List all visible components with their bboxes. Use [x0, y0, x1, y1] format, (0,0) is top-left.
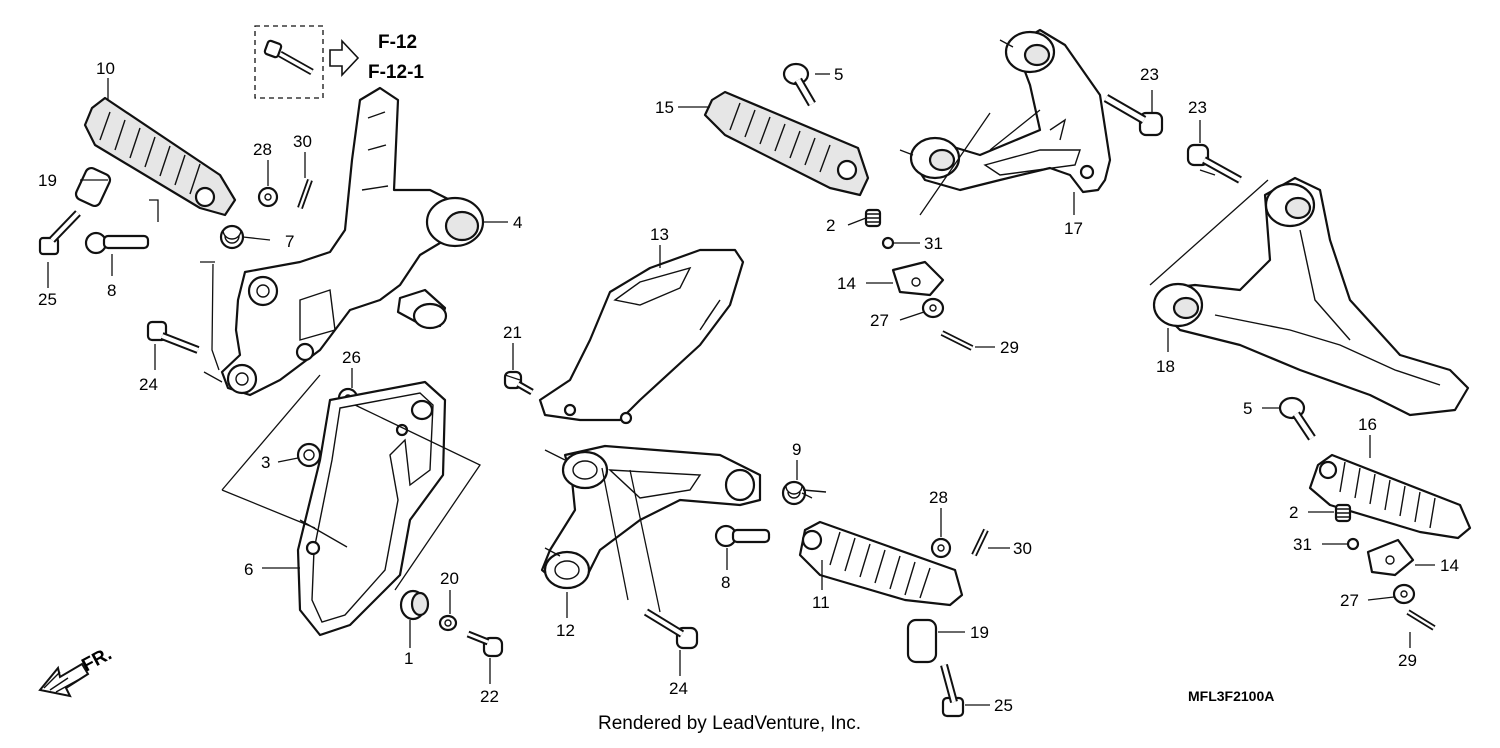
spring-2-top	[864, 208, 882, 228]
bolt-25-center	[940, 663, 965, 718]
callout-14-right: 14	[1440, 556, 1459, 575]
callout-11: 11	[812, 593, 830, 612]
callout-23-right: 23	[1188, 98, 1207, 117]
callout-1: 1	[404, 649, 413, 668]
bolt-25-left	[38, 210, 81, 256]
spring-2-right	[1334, 503, 1352, 523]
front-direction-indicator: FR.	[38, 644, 115, 698]
step-bracket-12	[540, 444, 762, 590]
ball-31-top	[881, 236, 895, 250]
pin-5-right	[1278, 396, 1316, 441]
callout-20: 20	[440, 569, 459, 588]
pin-5-top	[782, 62, 816, 107]
bolt-23-right	[1186, 143, 1242, 184]
footpeg-16	[1308, 453, 1472, 540]
rear-bracket-17	[909, 28, 1112, 194]
pin-8-left	[84, 231, 150, 255]
callout-15: 15	[655, 98, 674, 117]
bolt-22	[466, 630, 504, 658]
main-step-bracket	[220, 86, 485, 397]
callout-19: 19	[38, 171, 57, 190]
callout-22: 22	[480, 687, 499, 706]
detent-14-top	[891, 260, 945, 297]
bolt-24-center	[643, 608, 699, 650]
rubber-1	[399, 589, 430, 621]
callout-4: 4	[513, 213, 522, 232]
callout-3: 3	[261, 453, 270, 472]
callout-18: 18	[1156, 357, 1175, 376]
callout-12: 12	[556, 621, 575, 640]
footpeg-11	[798, 520, 964, 607]
detent-14-right	[1366, 538, 1415, 577]
callout-5: 5	[834, 65, 843, 84]
rear-bracket-18	[1152, 176, 1470, 417]
callout-13: 13	[650, 225, 669, 244]
callout-14: 14	[837, 274, 856, 293]
callout-25-center: 25	[994, 696, 1013, 715]
callout-24-center: 24	[669, 679, 688, 698]
bolt-24-left	[146, 320, 200, 354]
callout-28: 28	[253, 140, 272, 159]
reference-label-f12-1: F-12-1	[368, 62, 424, 83]
callout-28-center: 28	[929, 488, 948, 507]
collar-3	[296, 442, 322, 468]
washer-20	[438, 614, 458, 632]
washer-27-top	[921, 297, 945, 319]
ball-31-right	[1346, 537, 1360, 551]
callout-31: 31	[924, 234, 943, 253]
callout-30: 30	[293, 132, 312, 151]
bolt-icon	[263, 39, 314, 76]
heel-guard-13	[538, 248, 745, 425]
callout-24: 24	[139, 375, 158, 394]
callout-10: 10	[96, 59, 115, 78]
callout-26: 26	[342, 348, 361, 367]
nut-28-center	[930, 537, 952, 559]
spring-7	[219, 224, 245, 250]
pin-8-center	[714, 524, 771, 548]
reference-box: F-12 F-12-1	[254, 25, 424, 99]
callout-16: 16	[1358, 415, 1377, 434]
credit-text: Rendered by LeadVenture, Inc.	[598, 713, 861, 734]
callout-2-right: 2	[1289, 503, 1298, 522]
callout-25: 25	[38, 290, 57, 309]
callout-6: 6	[244, 560, 253, 579]
footpeg-15	[703, 90, 870, 197]
nut-28-left	[257, 186, 279, 208]
callout-8-center: 8	[721, 573, 730, 592]
washer-27-right	[1392, 583, 1416, 605]
callout-23: 23	[1140, 65, 1159, 84]
callout-5-right: 5	[1243, 399, 1252, 418]
callout-27: 27	[870, 311, 889, 330]
callout-8: 8	[107, 281, 116, 300]
callout-29-right: 29	[1398, 651, 1417, 670]
bolt-23-top	[1103, 94, 1164, 137]
cotter-30-center	[971, 528, 989, 557]
footpeg-left	[83, 96, 237, 217]
pin-29-right	[1406, 609, 1436, 631]
collar-left	[74, 166, 112, 208]
callout-labels: 10 19 25 8 7 28 30 4 24 26 3 6 1 20 22 1…	[38, 59, 1459, 715]
callout-29: 29	[1000, 338, 1019, 357]
callout-30-center: 30	[1013, 539, 1032, 558]
callout-21: 21	[503, 323, 522, 342]
collar-19-center	[906, 618, 938, 664]
reference-label-f12: F-12	[378, 32, 417, 53]
callout-2: 2	[826, 216, 835, 235]
heel-guard-6	[296, 380, 447, 637]
callout-7: 7	[285, 232, 294, 251]
spring-9	[781, 480, 827, 506]
callout-31-right: 31	[1293, 535, 1312, 554]
drawing-code: MFL3F2100A	[1188, 688, 1274, 704]
pin-29-top	[940, 330, 974, 351]
callout-17: 17	[1064, 219, 1083, 238]
callout-9: 9	[792, 440, 801, 459]
arrow-right-icon	[329, 38, 360, 78]
callout-19-center: 19	[970, 623, 989, 642]
callout-27-right: 27	[1340, 591, 1359, 610]
bolt-21	[503, 370, 534, 396]
cotter-30-left	[297, 178, 313, 210]
